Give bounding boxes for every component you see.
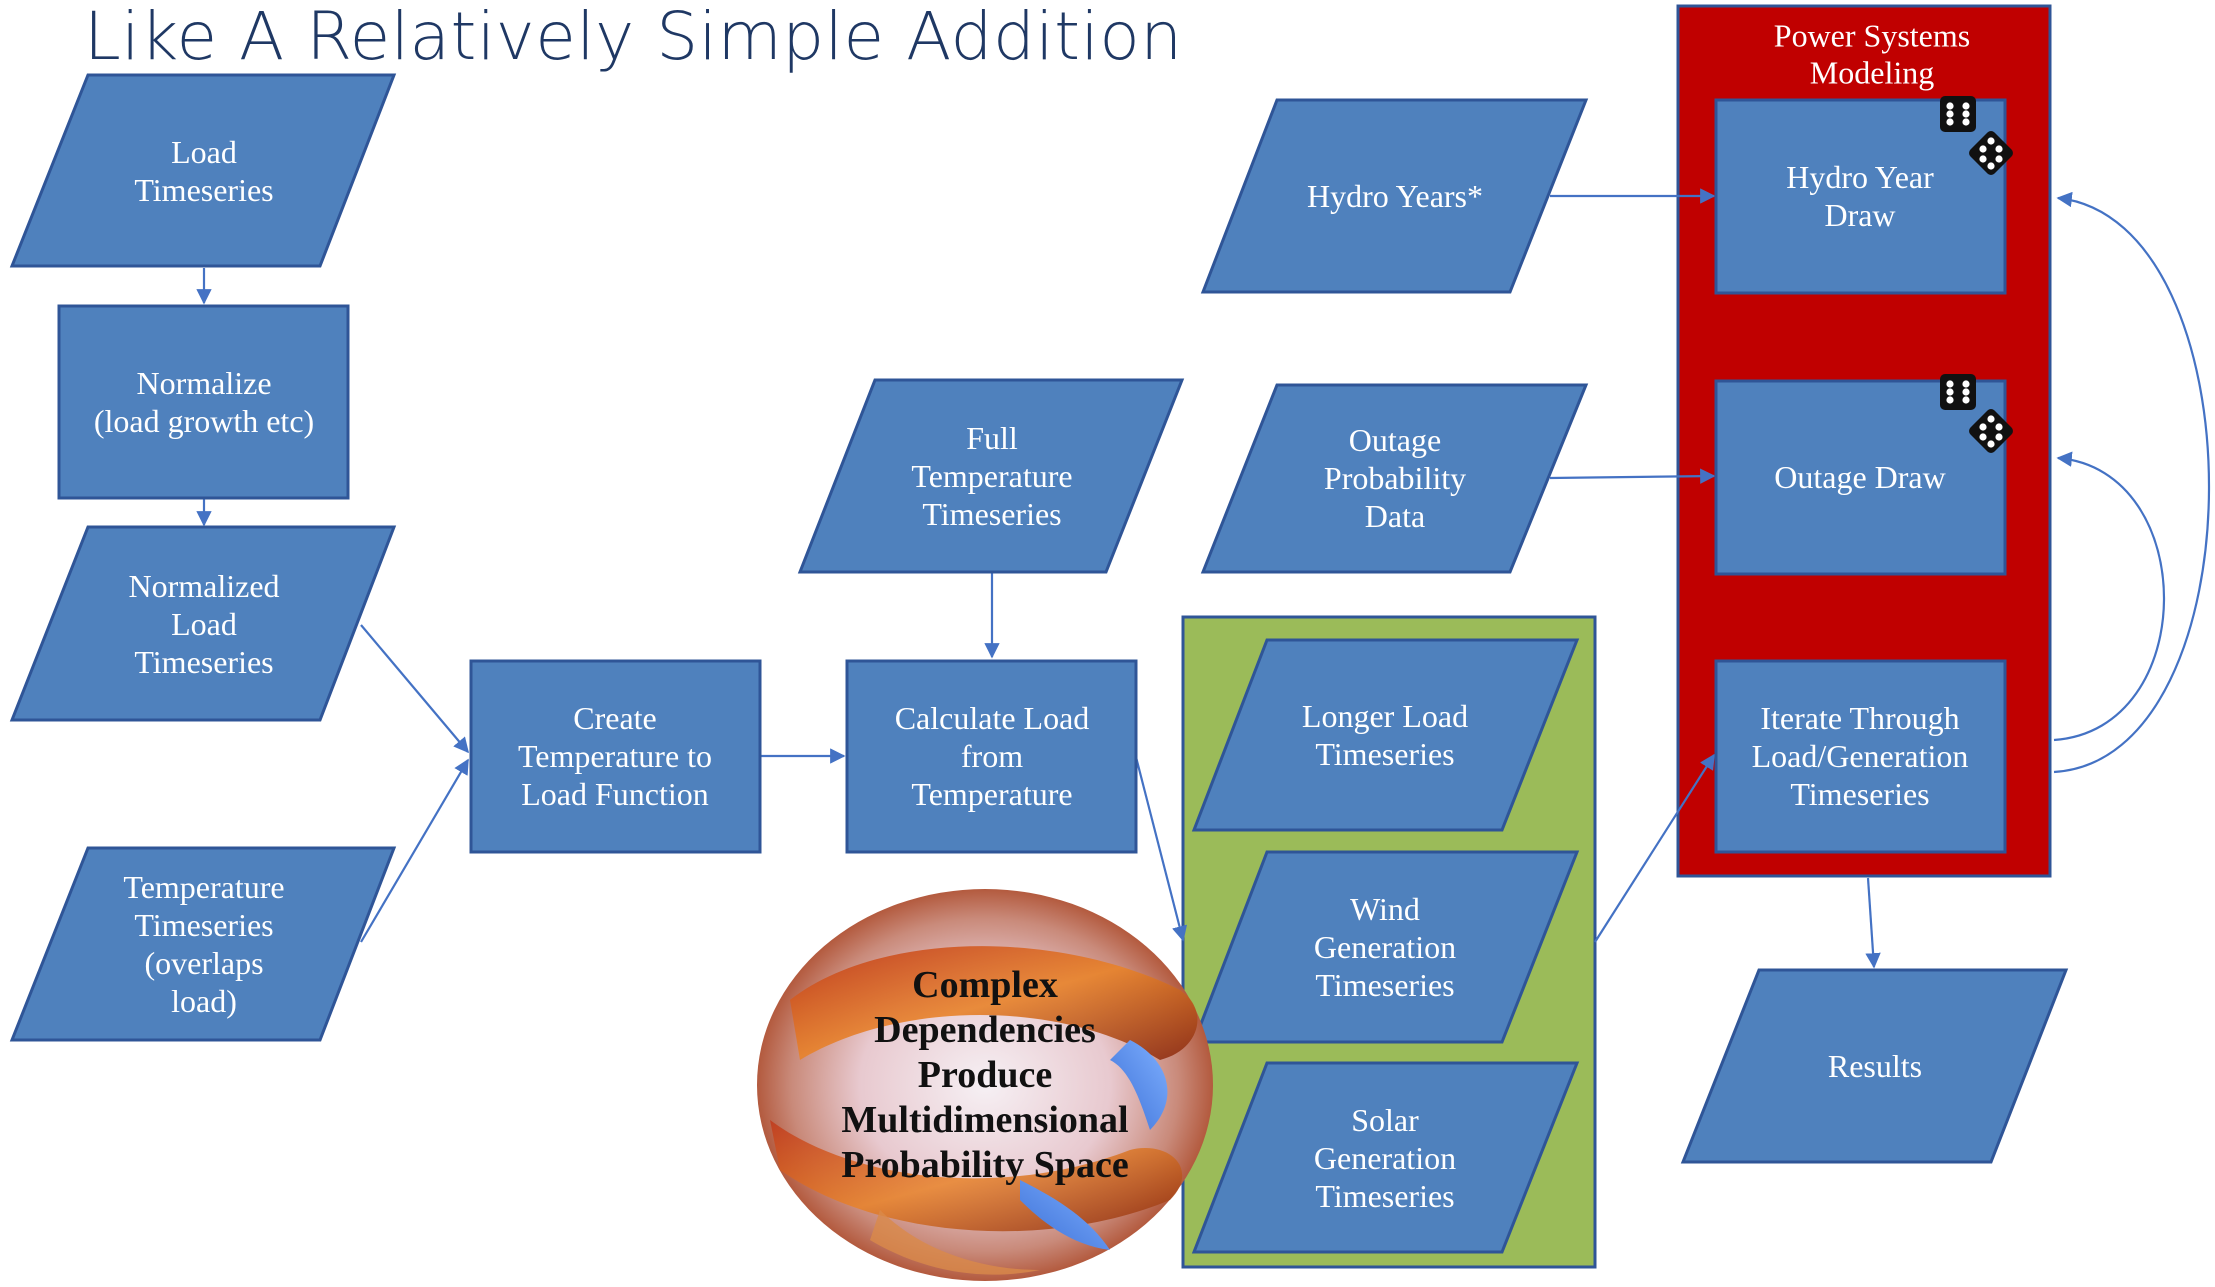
loop-arrow-to-hydro [2053,191,2210,774]
full-temperature-line: Timeseries [922,496,1061,532]
hydro-years-line: Hydro Years* [1307,178,1483,214]
outage-data-line: Outage [1349,422,1441,458]
dice-icon [1940,374,2013,453]
arrow-power-to-results [1865,877,1881,969]
iterate-line: Timeseries [1790,776,1929,812]
outage-draw-label: Outage Draw [1774,459,1945,495]
normalize-line: (load growth etc) [94,403,314,439]
hydro-draw-line: Hydro Year [1786,159,1934,195]
solar-generation-line: Generation [1314,1140,1456,1176]
arrow-normalized-to-create [360,624,469,754]
create-function-line: Create [573,700,657,736]
outage-probability-data-shape [1200,383,1589,574]
normalize-label: Normalize(load growth etc) [94,365,314,439]
temperature-timeseries-line: Timeseries [134,907,273,943]
wind-generation-line: Generation [1314,929,1456,965]
iterate-line: Load/Generation [1752,738,1969,774]
temperature-timeseries-line: load) [171,983,237,1019]
results-shape [1680,968,2069,1164]
outage-data-line: Data [1365,498,1425,534]
temperature-timeseries-line: (overlaps [144,945,263,981]
full-temperature-line: Temperature [911,458,1072,494]
calculate-load-line: Calculate Load [895,700,1090,736]
create-function-line: Load Function [521,776,709,812]
solar-generation-line: Timeseries [1315,1178,1454,1214]
create-function-box [469,659,762,854]
complex-dependencies-line: Produce [918,1054,1052,1096]
loop-arrow-to-outage [2053,451,2166,742]
hydro-draw-line: Draw [1824,197,1895,233]
temperature-timeseries-line: Temperature [123,869,284,905]
load-timeseries-line: Timeseries [134,172,273,208]
longer-load-line: Timeseries [1315,736,1454,772]
slide-title: Like A Relatively Simple Addition [84,0,1183,75]
results-line: Results [1828,1048,1922,1084]
wind-generation-line: Wind [1350,891,1420,927]
results-label: Results [1828,1048,1922,1084]
normalized-load-line: Timeseries [134,644,273,680]
longer-load-line: Longer Load [1302,698,1468,734]
dice-icon [1940,96,2013,175]
iterate-line: Iterate Through [1760,700,1959,736]
power-systems-line: Modeling [1810,55,1934,91]
complex-dependencies-line: Complex [912,964,1058,1006]
complex-dependencies-line: Probability Space [841,1144,1129,1186]
outage-data-line: Probability [1324,460,1466,496]
create-function-line: Temperature to [518,738,712,774]
normalize-box [57,304,350,500]
wind-generation-line: Timeseries [1315,967,1454,1003]
longer-load-timeseries-shape [1191,638,1580,832]
hydro-years-label: Hydro Years* [1307,178,1483,214]
full-temperature-line: Full [966,420,1018,456]
outage-draw-box [1714,379,2007,576]
normalized-load-line: Normalized [128,568,279,604]
arrow-group-to-iterate [1594,753,1715,943]
normalize-line: Normalize [136,365,271,401]
hydro-years-shape [1200,98,1589,294]
complex-dependencies-line: Multidimensional [841,1099,1128,1141]
iterate-box [1714,659,2007,854]
hydro-year-draw-box [1714,98,2007,295]
wind-generation-timeseries-shape [1191,850,1580,1044]
calculate-load-line: Temperature [911,776,1072,812]
temperature-timeseries-shape [9,846,397,1042]
normalized-load-line: Load [171,606,237,642]
solar-generation-line: Solar [1351,1102,1419,1138]
full-temperature-timeseries-shape [797,378,1185,574]
arrow-temperature-to-create [360,758,469,943]
solar-generation-timeseries-shape [1191,1061,1580,1254]
complex-dependencies-line: Dependencies [874,1009,1096,1051]
load-timeseries-line: Load [171,134,237,170]
calculate-load-line: from [961,738,1023,774]
probability-space-image [757,889,1213,1281]
calculate-load-box [845,659,1138,854]
load-timeseries-shape [9,73,397,268]
normalized-load-timeseries-shape [9,525,397,722]
arrow-outage-to-draw [1549,468,1716,484]
outage-draw-line: Outage Draw [1774,459,1945,495]
arrow-calculate-to-group [1134,756,1188,942]
power-systems-line: Power Systems [1774,18,1970,54]
